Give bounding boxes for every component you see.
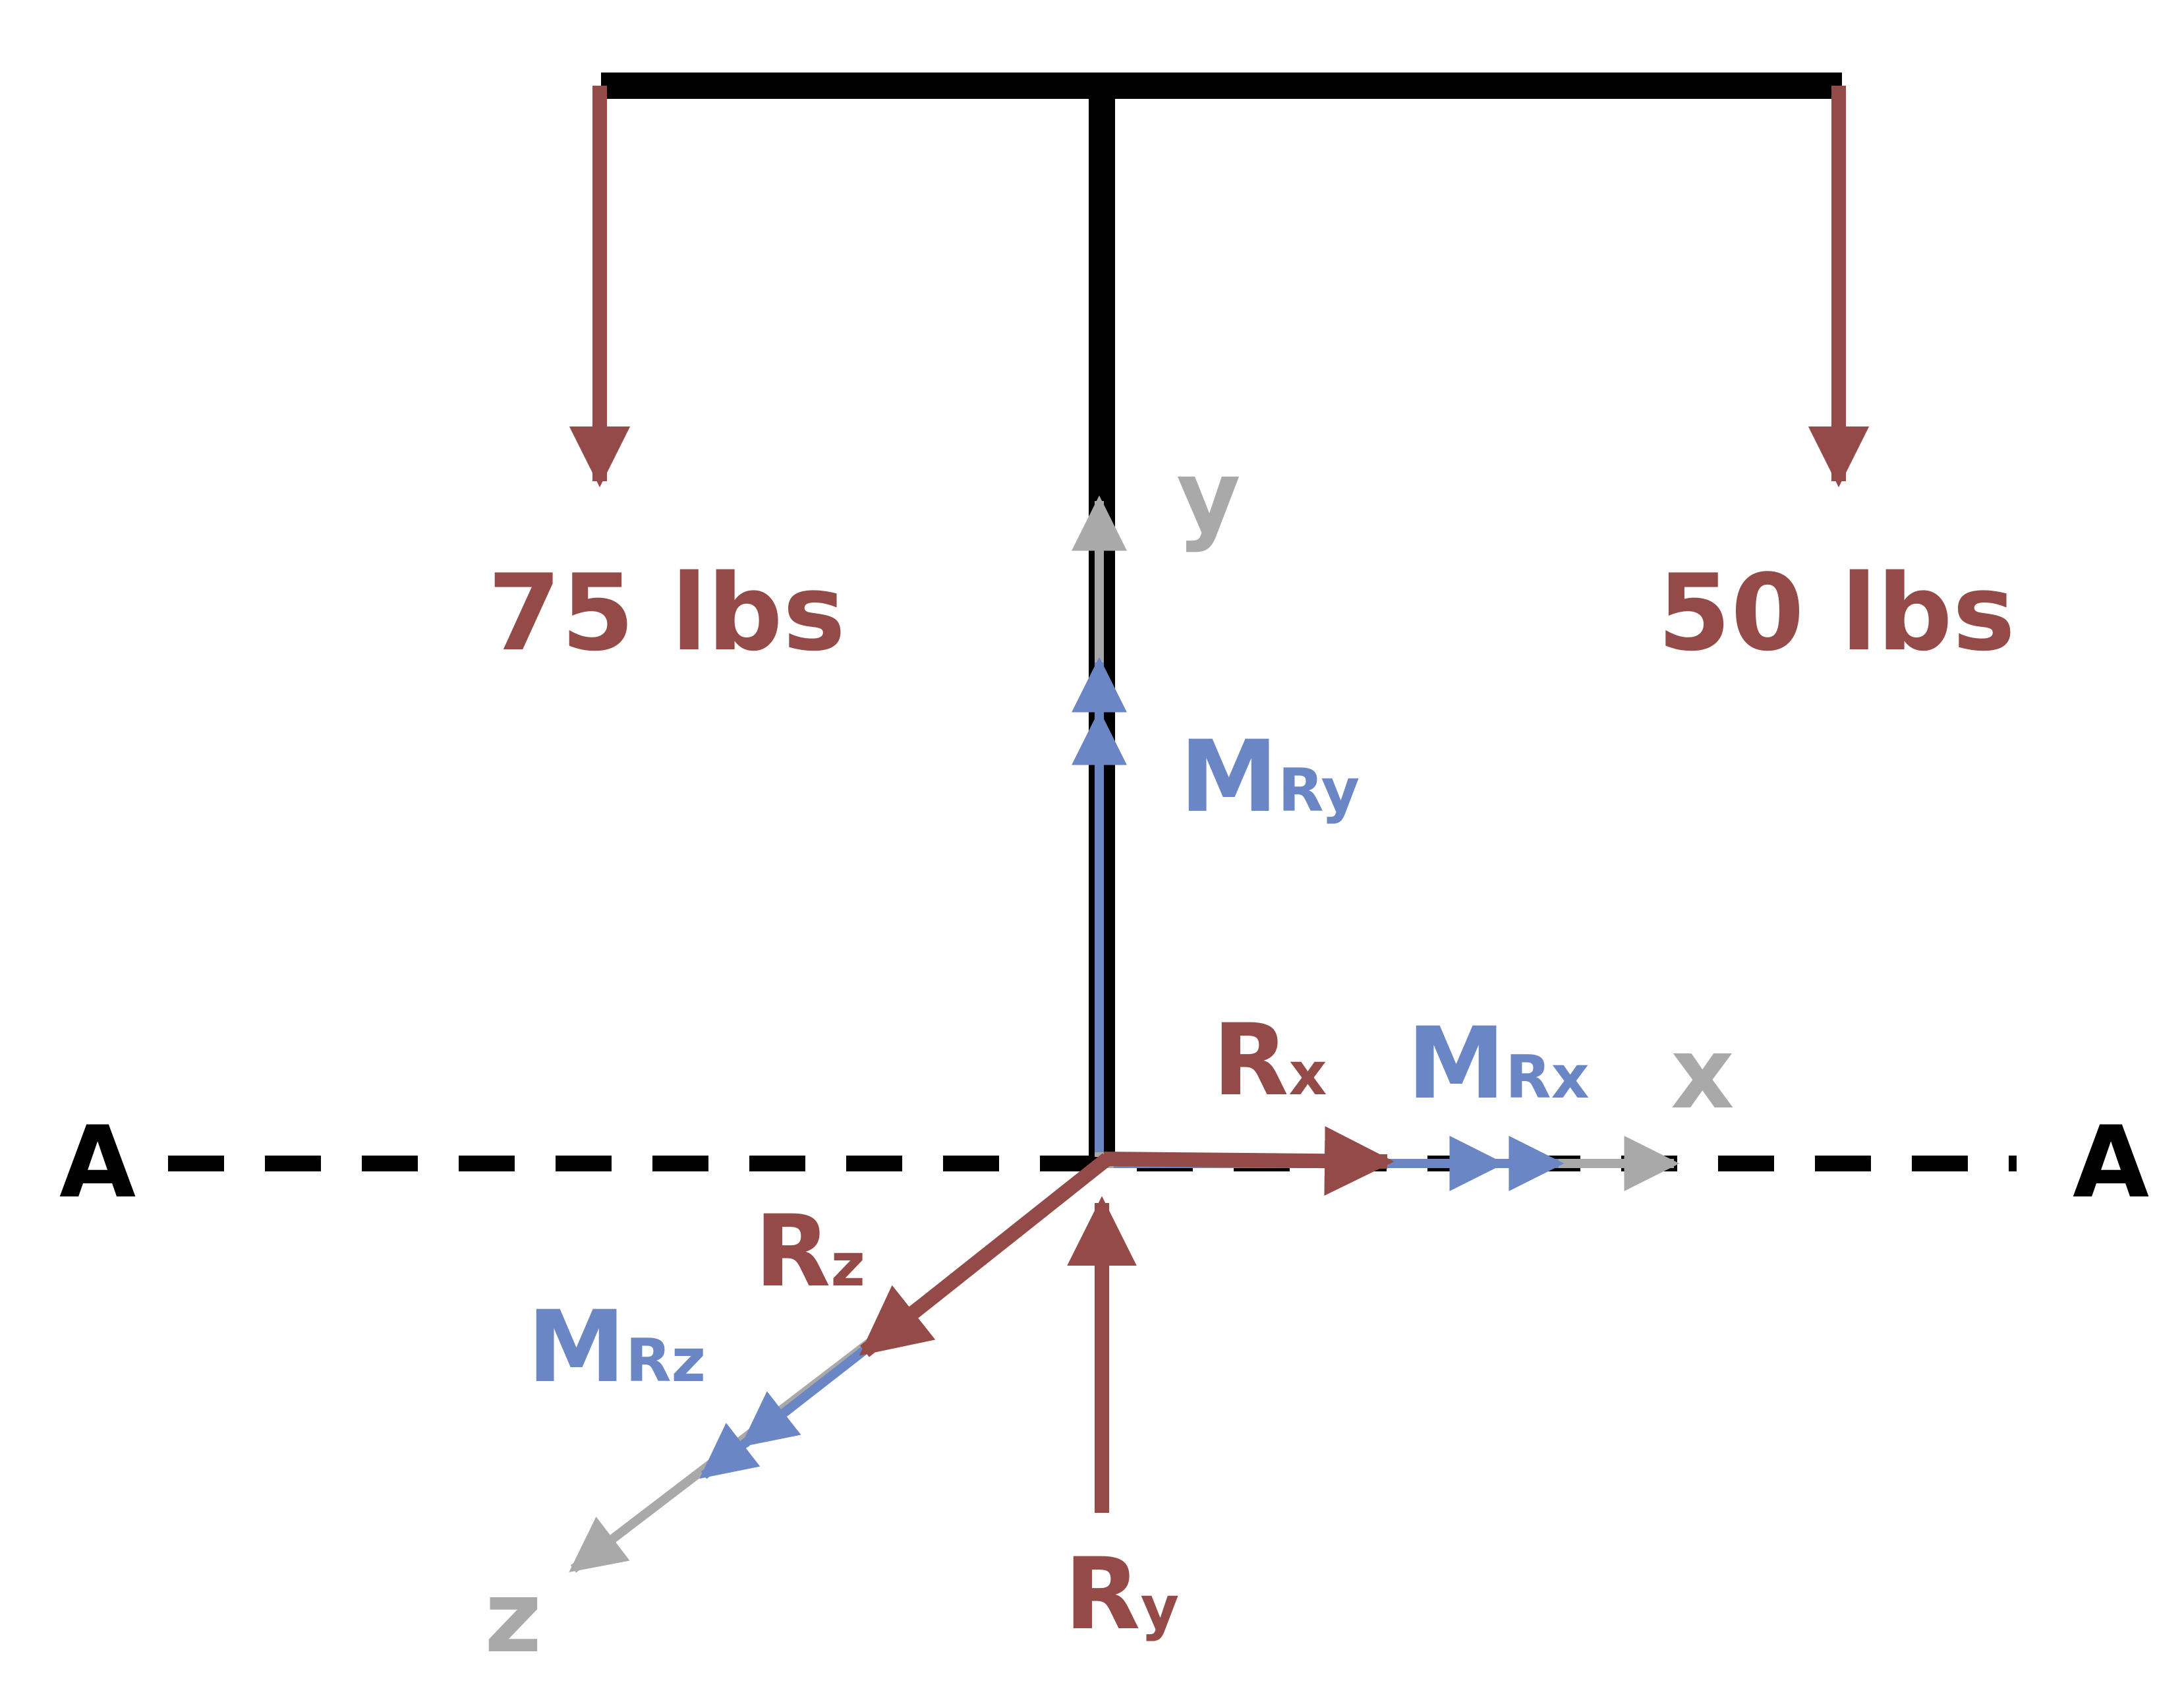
load-right-label: 50 lbs [1657,551,2015,674]
axis-label-z: z [484,1560,542,1675]
reaction-rx-arrow [1103,1126,1394,1196]
reaction-rx-label: Rx [1213,1003,1327,1118]
axis-label-x: x [1671,1016,1735,1131]
axis-label-y: y [1176,440,1241,554]
moment-mrx-label: MRx [1407,1007,1590,1121]
reaction-rz-label: Rz [755,1194,865,1309]
section-label-left: A [59,1105,136,1220]
section-label-right: A [2073,1105,2149,1220]
reaction-rz-arrow [859,1153,1112,1357]
reaction-ry-label: Ry [1064,1537,1179,1652]
moment-mry-label: MRy [1180,720,1360,835]
moment-mrz-label: MRz [527,1290,706,1405]
load-left-label: 75 lbs [488,551,846,674]
